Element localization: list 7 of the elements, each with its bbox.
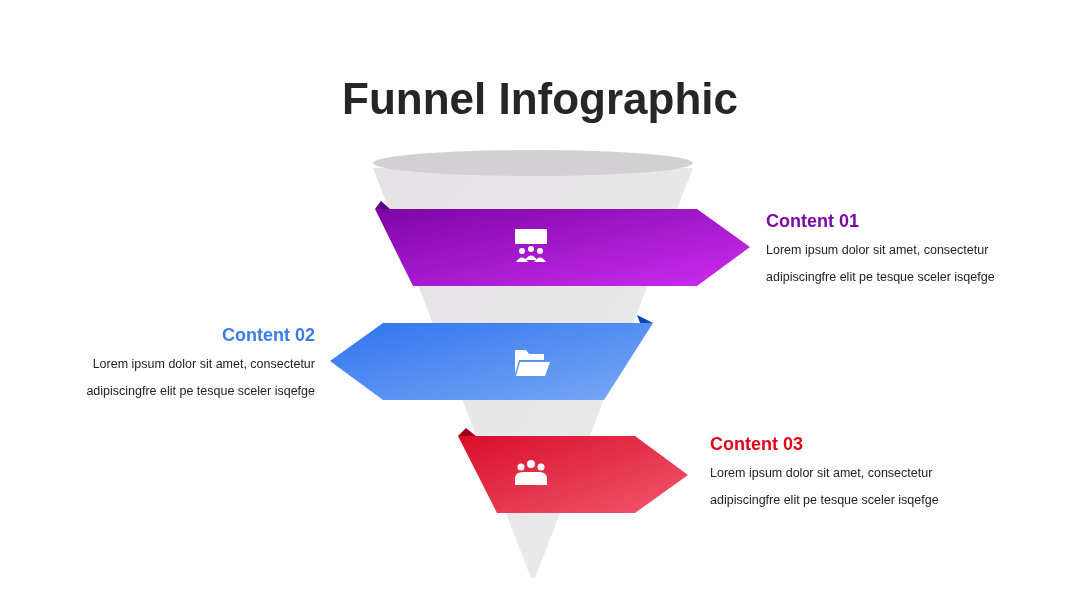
heading: Content 03 [710,433,803,455]
heading: Content 02 [221,324,315,346]
title: Funnel Infographic [341,73,739,125]
description: Lorem ipsum dolor sit amet, consectetur adipiscingfre elit pe tesque sceler isqefge [85,356,315,400]
description: Lorem ipsum dolor sit amet, consectetur adipiscingfre elit pe tesque sceler isqefge [766,242,996,286]
description: Lorem ipsum dolor sit amet, consectetur adipiscingfre elit pe tesque sceler isqefge [710,465,940,509]
heading: Content 01 [766,210,859,232]
